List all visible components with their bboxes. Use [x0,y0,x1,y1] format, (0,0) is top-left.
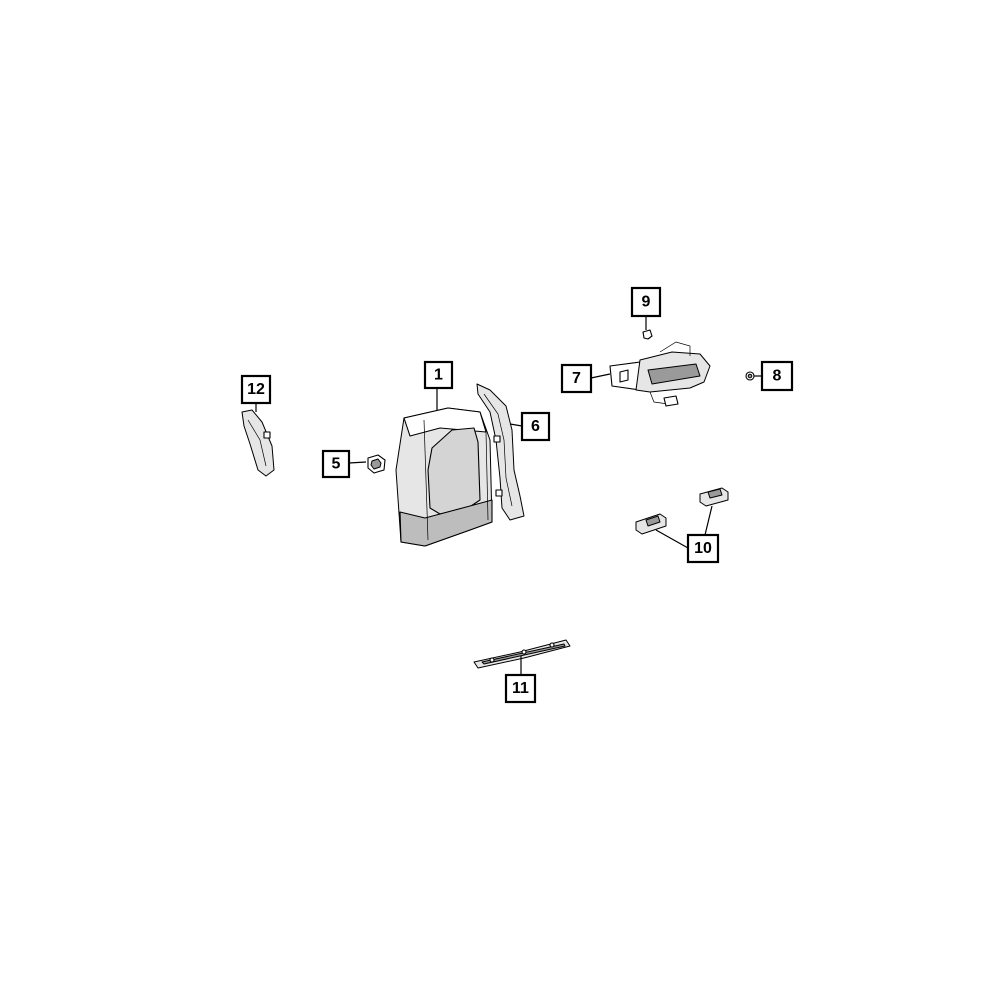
part-1-tail-lamp [395,407,493,547]
callout-6-label: 6 [531,418,540,435]
callout-9-label: 9 [642,294,651,311]
callout-11-label: 11 [512,680,529,697]
callout-10: 10 [686,533,720,564]
callout-1: 1 [423,360,454,390]
part-5-fastener [367,454,386,474]
callout-8: 8 [760,360,794,392]
callout-12-label: 12 [247,381,265,398]
callout-10-label: 10 [694,540,712,557]
callout-6: 6 [520,411,551,442]
callout-11: 11 [504,673,537,704]
part-7-brake-light [609,341,711,407]
part-9-bracket [642,329,653,340]
callout-7-label: 7 [572,370,581,387]
callout-5-label: 5 [332,456,341,473]
callout-5: 5 [321,449,351,479]
part-11-light-bar [473,639,571,669]
part-10-license-lamps [635,487,729,535]
callout-8-label: 8 [773,368,782,385]
callout-12: 12 [240,374,272,405]
leader-lines [255,316,762,675]
part-8-clip [745,371,755,381]
part-12-reflector [241,409,275,477]
callout-1-label: 1 [434,367,443,384]
callout-7: 7 [560,363,593,394]
part-6-pillar-trim [476,383,525,521]
callout-9: 9 [630,286,662,318]
